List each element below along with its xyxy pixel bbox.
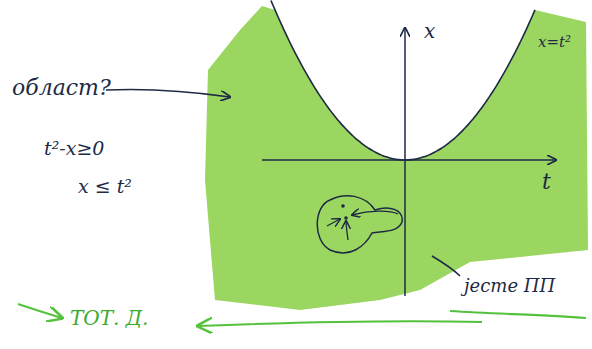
parabola-curve	[271, 1, 535, 160]
t-axis	[262, 159, 556, 161]
leader-line	[432, 256, 460, 276]
x-axis	[404, 28, 406, 296]
point-dot	[341, 204, 345, 208]
green-arrow	[18, 304, 62, 318]
axis-label: x	[424, 20, 435, 42]
annotation-label: јесте ПП	[464, 276, 555, 296]
curve-label: x=t²	[538, 34, 571, 51]
region-question: област?	[12, 76, 111, 100]
point-dot	[344, 216, 348, 220]
inequality-label: t²-x≥0	[44, 138, 104, 159]
inequality-label: x ≤ t²	[78, 176, 132, 197]
shaded-region	[205, 6, 588, 310]
inner-arrow	[327, 219, 340, 226]
green-arrow	[198, 321, 482, 326]
axis-label: t	[542, 170, 551, 194]
neighbourhood-blob	[317, 196, 402, 253]
conclusion-label: ТОТ. Д.	[70, 307, 148, 329]
leader-arrow	[106, 89, 230, 97]
inner-arrow	[352, 211, 398, 215]
green-underline	[450, 311, 586, 318]
inner-arrow	[346, 221, 348, 240]
